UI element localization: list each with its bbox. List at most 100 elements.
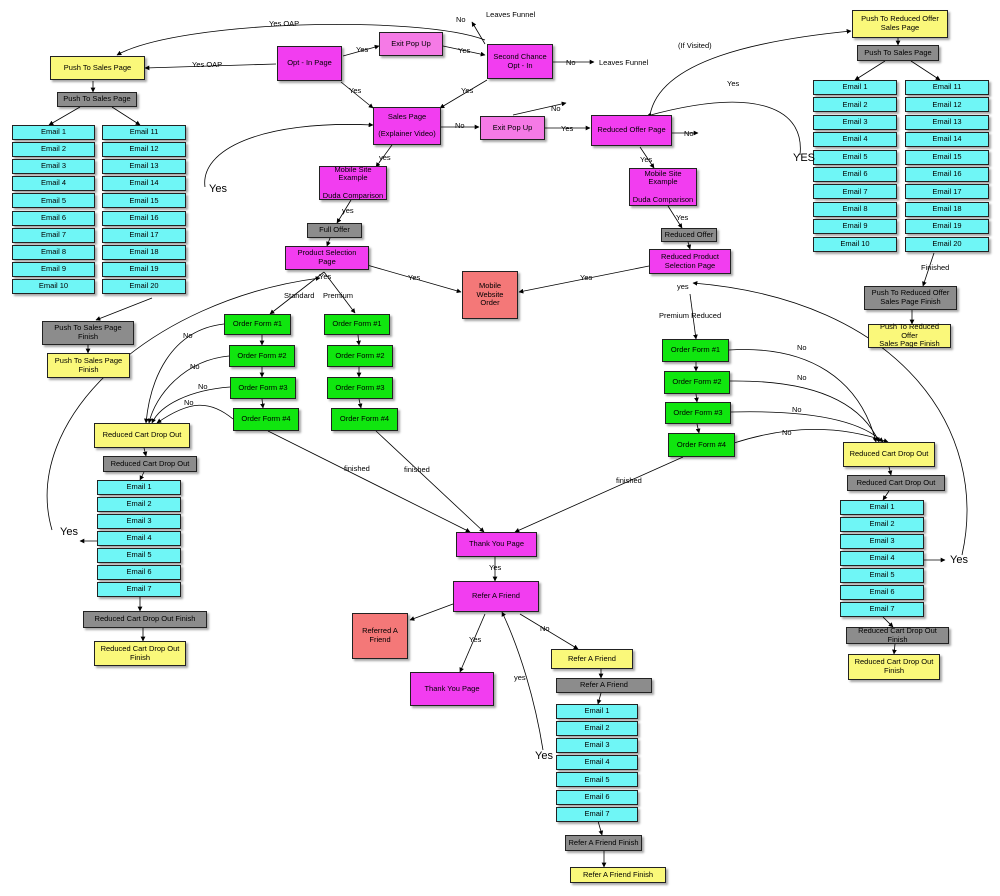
email-item[interactable]: Email 2 bbox=[556, 721, 638, 737]
email-item[interactable]: Email 8 bbox=[813, 201, 897, 217]
email-item[interactable]: Email 4 bbox=[813, 132, 897, 148]
reduced-product-selection-box[interactable]: Reduced Product Selection Page bbox=[649, 249, 731, 274]
push-to-sales-yellow-box[interactable]: Push To Sales Page bbox=[50, 56, 145, 80]
email-item[interactable]: Email 15 bbox=[905, 149, 989, 165]
reduced-offer-box[interactable]: Reduced Offer bbox=[661, 228, 717, 242]
refer-a-friend-finish-yellow-box[interactable]: Refer A Friend Finish bbox=[570, 867, 666, 883]
referred-a-friend-box[interactable]: Referred A Friend bbox=[352, 613, 408, 659]
email-item[interactable]: Email 20 bbox=[905, 236, 989, 252]
email-item[interactable]: Email 9 bbox=[813, 219, 897, 235]
email-item[interactable]: Email 16 bbox=[905, 167, 989, 182]
full-offer-box[interactable]: Full Offer bbox=[307, 223, 362, 238]
refer-a-friend-gray-box[interactable]: Refer A Friend bbox=[556, 678, 652, 693]
email-item[interactable]: Email 6 bbox=[97, 565, 181, 580]
push-sales-finish-yellow-box[interactable]: Push To Sales Page Finish bbox=[47, 353, 130, 378]
email-item[interactable]: Email 17 bbox=[905, 184, 989, 200]
opt-in-page-box[interactable]: Opt - In Page bbox=[277, 46, 342, 81]
email-item[interactable]: Email 1 bbox=[556, 704, 638, 719]
reduced-cart-left-gray-box[interactable]: Reduced Cart Drop Out bbox=[103, 456, 197, 472]
order-form-3-standard[interactable]: Order Form #3 bbox=[230, 377, 296, 399]
email-item[interactable]: Email 20 bbox=[102, 278, 186, 294]
exit-popup-top-box[interactable]: Exit Pop Up bbox=[379, 32, 443, 56]
email-item[interactable]: Email 6 bbox=[12, 210, 95, 226]
reduced-cart-right-gray-box[interactable]: Reduced Cart Drop Out bbox=[847, 475, 945, 491]
order-form-3-premium[interactable]: Order Form #3 bbox=[327, 377, 393, 399]
email-item[interactable]: Email 14 bbox=[905, 132, 989, 148]
email-item[interactable]: Email 10 bbox=[813, 236, 897, 252]
refer-a-friend-yellow-box[interactable]: Refer A Friend bbox=[551, 649, 633, 669]
order-form-1-reduced[interactable]: Order Form #1 bbox=[662, 339, 729, 362]
email-item[interactable]: Email 15 bbox=[102, 193, 186, 209]
email-item[interactable]: Email 5 bbox=[813, 149, 897, 165]
reduced-cart-left-finish-yellow-box[interactable]: Reduced Cart Drop Out Finish bbox=[94, 641, 186, 666]
email-item[interactable]: Email 1 bbox=[840, 500, 924, 515]
email-item[interactable]: Email 13 bbox=[905, 114, 989, 130]
email-item[interactable]: Email 3 bbox=[556, 738, 638, 754]
reduced-cart-left-finish-gray-box[interactable]: Reduced Cart Drop Out Finish bbox=[83, 611, 207, 628]
order-form-4-reduced[interactable]: Order Form #4 bbox=[668, 433, 735, 457]
second-chance-optin-box[interactable]: Second Chance Opt - In bbox=[487, 44, 553, 79]
order-form-2-standard[interactable]: Order Form #2 bbox=[229, 345, 295, 367]
push-reduced-finish-yellow-box[interactable]: Push To Reduced Offer Sales Page Finish bbox=[868, 322, 951, 348]
email-item[interactable]: Email 6 bbox=[840, 585, 924, 600]
email-item[interactable]: Email 3 bbox=[97, 514, 181, 529]
email-item[interactable]: Email 19 bbox=[102, 261, 186, 277]
email-item[interactable]: Email 4 bbox=[97, 531, 181, 546]
email-item[interactable]: Email 7 bbox=[97, 582, 181, 597]
order-form-1-standard[interactable]: Order Form #1 bbox=[224, 314, 291, 335]
email-item[interactable]: Email 1 bbox=[97, 480, 181, 495]
thank-you-page-box[interactable]: Thank You Page bbox=[456, 532, 537, 557]
mobile-site-right-box[interactable]: Mobile Site Example Duda Comparison bbox=[629, 168, 697, 206]
email-item[interactable]: Email 14 bbox=[102, 176, 186, 192]
reduced-cart-left-yellow-box[interactable]: Reduced Cart Drop Out bbox=[94, 423, 190, 448]
email-item[interactable]: Email 8 bbox=[12, 244, 95, 260]
push-sales-finish-gray-box[interactable]: Push To Sales Page Finish bbox=[42, 321, 134, 345]
email-item[interactable]: Email 2 bbox=[97, 497, 181, 512]
email-item[interactable]: Email 4 bbox=[556, 755, 638, 771]
email-item[interactable]: Email 6 bbox=[813, 167, 897, 182]
email-item[interactable]: Email 11 bbox=[905, 80, 989, 95]
email-item[interactable]: Email 7 bbox=[556, 806, 638, 822]
refer-a-friend-box[interactable]: Refer A Friend bbox=[453, 581, 539, 612]
email-item[interactable]: Email 4 bbox=[840, 551, 924, 566]
order-form-3-reduced[interactable]: Order Form #3 bbox=[665, 402, 731, 424]
reduced-offer-page-box[interactable]: Reduced Offer Page bbox=[591, 115, 672, 146]
email-item[interactable]: Email 7 bbox=[813, 184, 897, 200]
order-form-2-reduced[interactable]: Order Form #2 bbox=[664, 371, 730, 394]
email-item[interactable]: Email 5 bbox=[97, 548, 181, 563]
email-item[interactable]: Email 5 bbox=[556, 772, 638, 788]
sales-page-box[interactable]: Sales Page (Explainer Video) bbox=[373, 107, 441, 145]
push-to-sales-right-gray-box[interactable]: Push To Sales Page bbox=[857, 45, 939, 61]
email-item[interactable]: Email 2 bbox=[12, 142, 95, 158]
email-item[interactable]: Email 3 bbox=[840, 534, 924, 549]
order-form-4-standard[interactable]: Order Form #4 bbox=[233, 408, 299, 431]
email-item[interactable]: Email 9 bbox=[12, 261, 95, 277]
reduced-cart-right-finish-yellow-box[interactable]: Reduced Cart Drop Out Finish bbox=[848, 654, 940, 680]
thank-you-page-2-box[interactable]: Thank You Page bbox=[410, 672, 494, 706]
email-item[interactable]: Email 12 bbox=[102, 142, 186, 158]
email-item[interactable]: Email 12 bbox=[905, 97, 989, 113]
push-to-sales-gray-box[interactable]: Push To Sales Page bbox=[57, 92, 137, 107]
email-item[interactable]: Email 7 bbox=[840, 602, 924, 617]
email-item[interactable]: Email 7 bbox=[12, 227, 95, 243]
email-item[interactable]: Email 10 bbox=[12, 278, 95, 294]
email-item[interactable]: Email 2 bbox=[840, 517, 924, 532]
order-form-1-premium[interactable]: Order Form #1 bbox=[324, 314, 390, 335]
order-form-4-premium[interactable]: Order Form #4 bbox=[331, 408, 398, 431]
product-selection-page-box[interactable]: Product Selection Page bbox=[285, 246, 369, 270]
email-item[interactable]: Email 18 bbox=[905, 201, 989, 217]
email-item[interactable]: Email 3 bbox=[813, 114, 897, 130]
reduced-cart-right-yellow-box[interactable]: Reduced Cart Drop Out bbox=[843, 442, 935, 467]
order-form-2-premium[interactable]: Order Form #2 bbox=[327, 345, 393, 367]
email-item[interactable]: Email 6 bbox=[556, 789, 638, 805]
email-item[interactable]: Email 17 bbox=[102, 227, 186, 243]
email-item[interactable]: Email 5 bbox=[12, 193, 95, 209]
email-item[interactable]: Email 19 bbox=[905, 219, 989, 235]
refer-a-friend-finish-gray-box[interactable]: Refer A Friend Finish bbox=[565, 835, 642, 851]
mobile-site-left-box[interactable]: Mobile Site Example Duda Comparison bbox=[319, 165, 387, 200]
email-item[interactable]: Email 2 bbox=[813, 97, 897, 113]
exit-popup-mid-box[interactable]: Exit Pop Up bbox=[480, 116, 545, 140]
push-reduced-finish-gray-box[interactable]: Push To Reduced Offer Sales Page Finish bbox=[864, 286, 957, 310]
email-item[interactable]: Email 11 bbox=[102, 125, 186, 140]
email-item[interactable]: Email 16 bbox=[102, 210, 186, 226]
